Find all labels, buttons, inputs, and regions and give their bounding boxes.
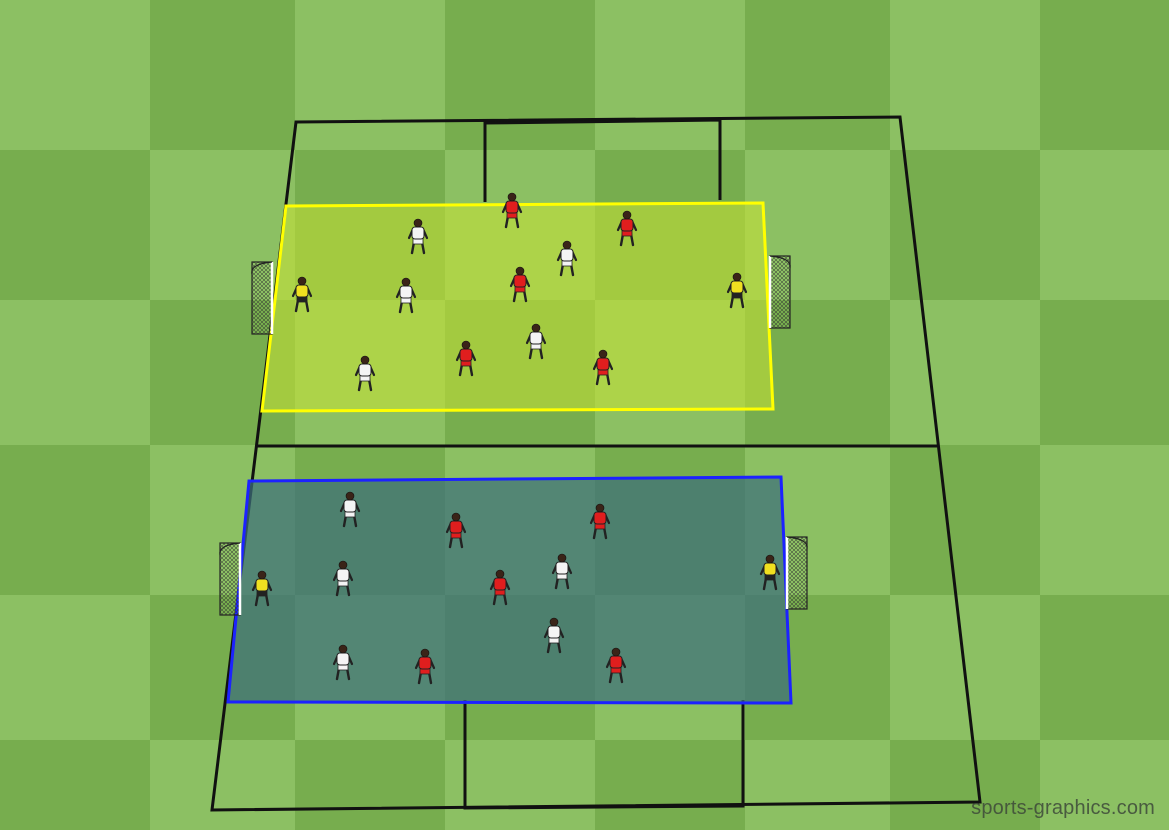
grass-tile xyxy=(890,445,1040,595)
grass-tile xyxy=(745,0,890,150)
watermark: sports-graphics.com xyxy=(971,797,1155,820)
grass-tile xyxy=(0,740,150,830)
grass-tile xyxy=(150,740,295,830)
grass-tile xyxy=(1040,300,1169,445)
grass-tile xyxy=(595,0,745,150)
grass-tile xyxy=(0,300,150,445)
grass-tile xyxy=(595,740,745,830)
grass-tile xyxy=(295,740,445,830)
grass-tile xyxy=(890,0,1040,150)
goal-net-icon xyxy=(770,256,790,328)
grass-tile xyxy=(445,0,595,150)
goal-net-icon xyxy=(252,262,272,334)
goal-net-icon xyxy=(220,543,240,615)
grass-tile xyxy=(295,0,445,150)
grass-tile xyxy=(0,0,150,150)
grass-tile xyxy=(0,150,150,300)
goal-net-icon xyxy=(787,537,807,609)
grass-tile xyxy=(150,0,295,150)
grass-tile xyxy=(1040,445,1169,595)
top-zone xyxy=(262,203,773,411)
grass-tile xyxy=(0,595,150,740)
grass-tile xyxy=(1040,0,1169,150)
grass-tile xyxy=(0,445,150,595)
grass-tile xyxy=(445,740,595,830)
grass-tile xyxy=(745,740,890,830)
grass-tile xyxy=(890,300,1040,445)
grass-tile xyxy=(1040,150,1169,300)
grass-tile xyxy=(1040,595,1169,740)
bottom-zone xyxy=(228,477,791,703)
